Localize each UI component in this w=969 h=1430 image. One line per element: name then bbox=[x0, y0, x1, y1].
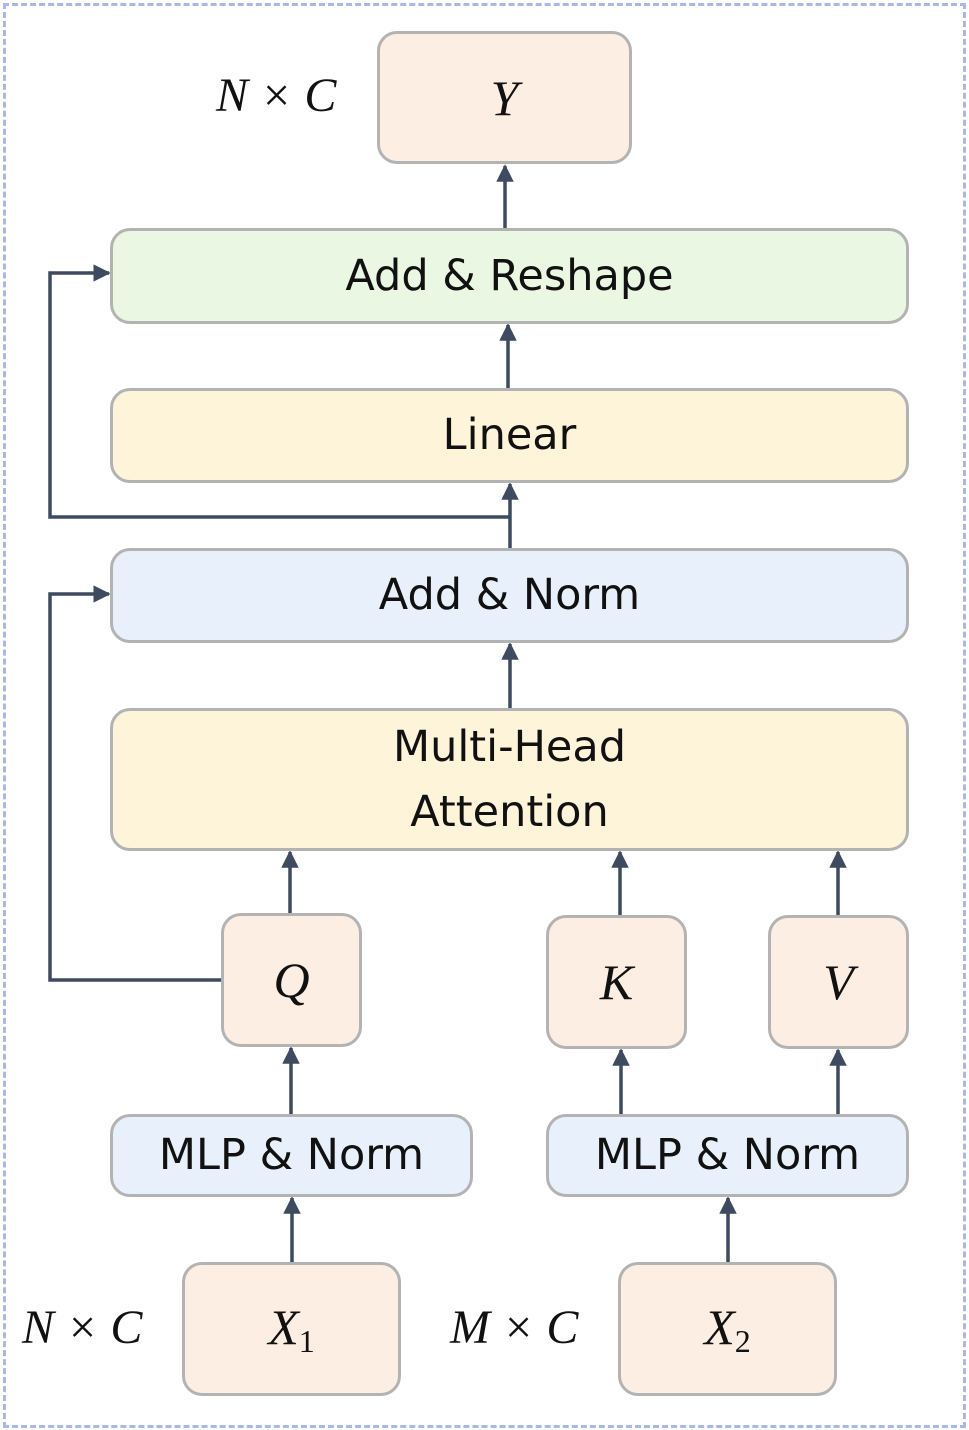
skip-q-to-add-norm bbox=[48, 585, 222, 982]
input-x2-symbol: X2 bbox=[704, 1299, 751, 1359]
output-y-symbol: Y bbox=[490, 69, 519, 126]
diagram-frame bbox=[3, 3, 966, 1428]
attention-label-line1: Multi-Head bbox=[392, 722, 627, 772]
query-node: Q bbox=[221, 913, 362, 1047]
input-x1-node: X1 bbox=[182, 1262, 401, 1396]
mlp-norm-right-label: MLP & Norm bbox=[594, 1130, 861, 1181]
add-norm-block: Add & Norm bbox=[110, 548, 909, 643]
input1-shape-label: N × C bbox=[22, 1301, 143, 1354]
skip-norm-to-add-reshape bbox=[48, 264, 510, 519]
query-symbol: Q bbox=[273, 952, 310, 1008]
mlp-norm-right-block: MLP & Norm bbox=[546, 1114, 909, 1197]
multi-head-attention-block: Multi-Head Attention bbox=[110, 708, 909, 851]
add-reshape-block: Add & Reshape bbox=[110, 228, 909, 324]
attention-label-line2: Attention bbox=[410, 786, 609, 837]
linear-block: Linear bbox=[110, 388, 909, 483]
input-x1-symbol: X1 bbox=[268, 1299, 315, 1359]
input-x2-node: X2 bbox=[618, 1262, 837, 1396]
mlp-norm-left-block: MLP & Norm bbox=[110, 1114, 473, 1197]
output-y-node: Y bbox=[377, 31, 632, 164]
value-node: V bbox=[768, 915, 909, 1049]
key-node: K bbox=[546, 915, 687, 1049]
value-symbol: V bbox=[823, 954, 854, 1010]
output-shape-label: N × C bbox=[216, 69, 337, 122]
linear-label: Linear bbox=[442, 410, 577, 461]
key-symbol: K bbox=[599, 954, 634, 1010]
mlp-norm-left-label: MLP & Norm bbox=[158, 1130, 425, 1181]
add-norm-label: Add & Norm bbox=[378, 570, 641, 621]
add-reshape-label: Add & Reshape bbox=[345, 250, 674, 301]
input2-shape-label: M × C bbox=[450, 1301, 579, 1354]
